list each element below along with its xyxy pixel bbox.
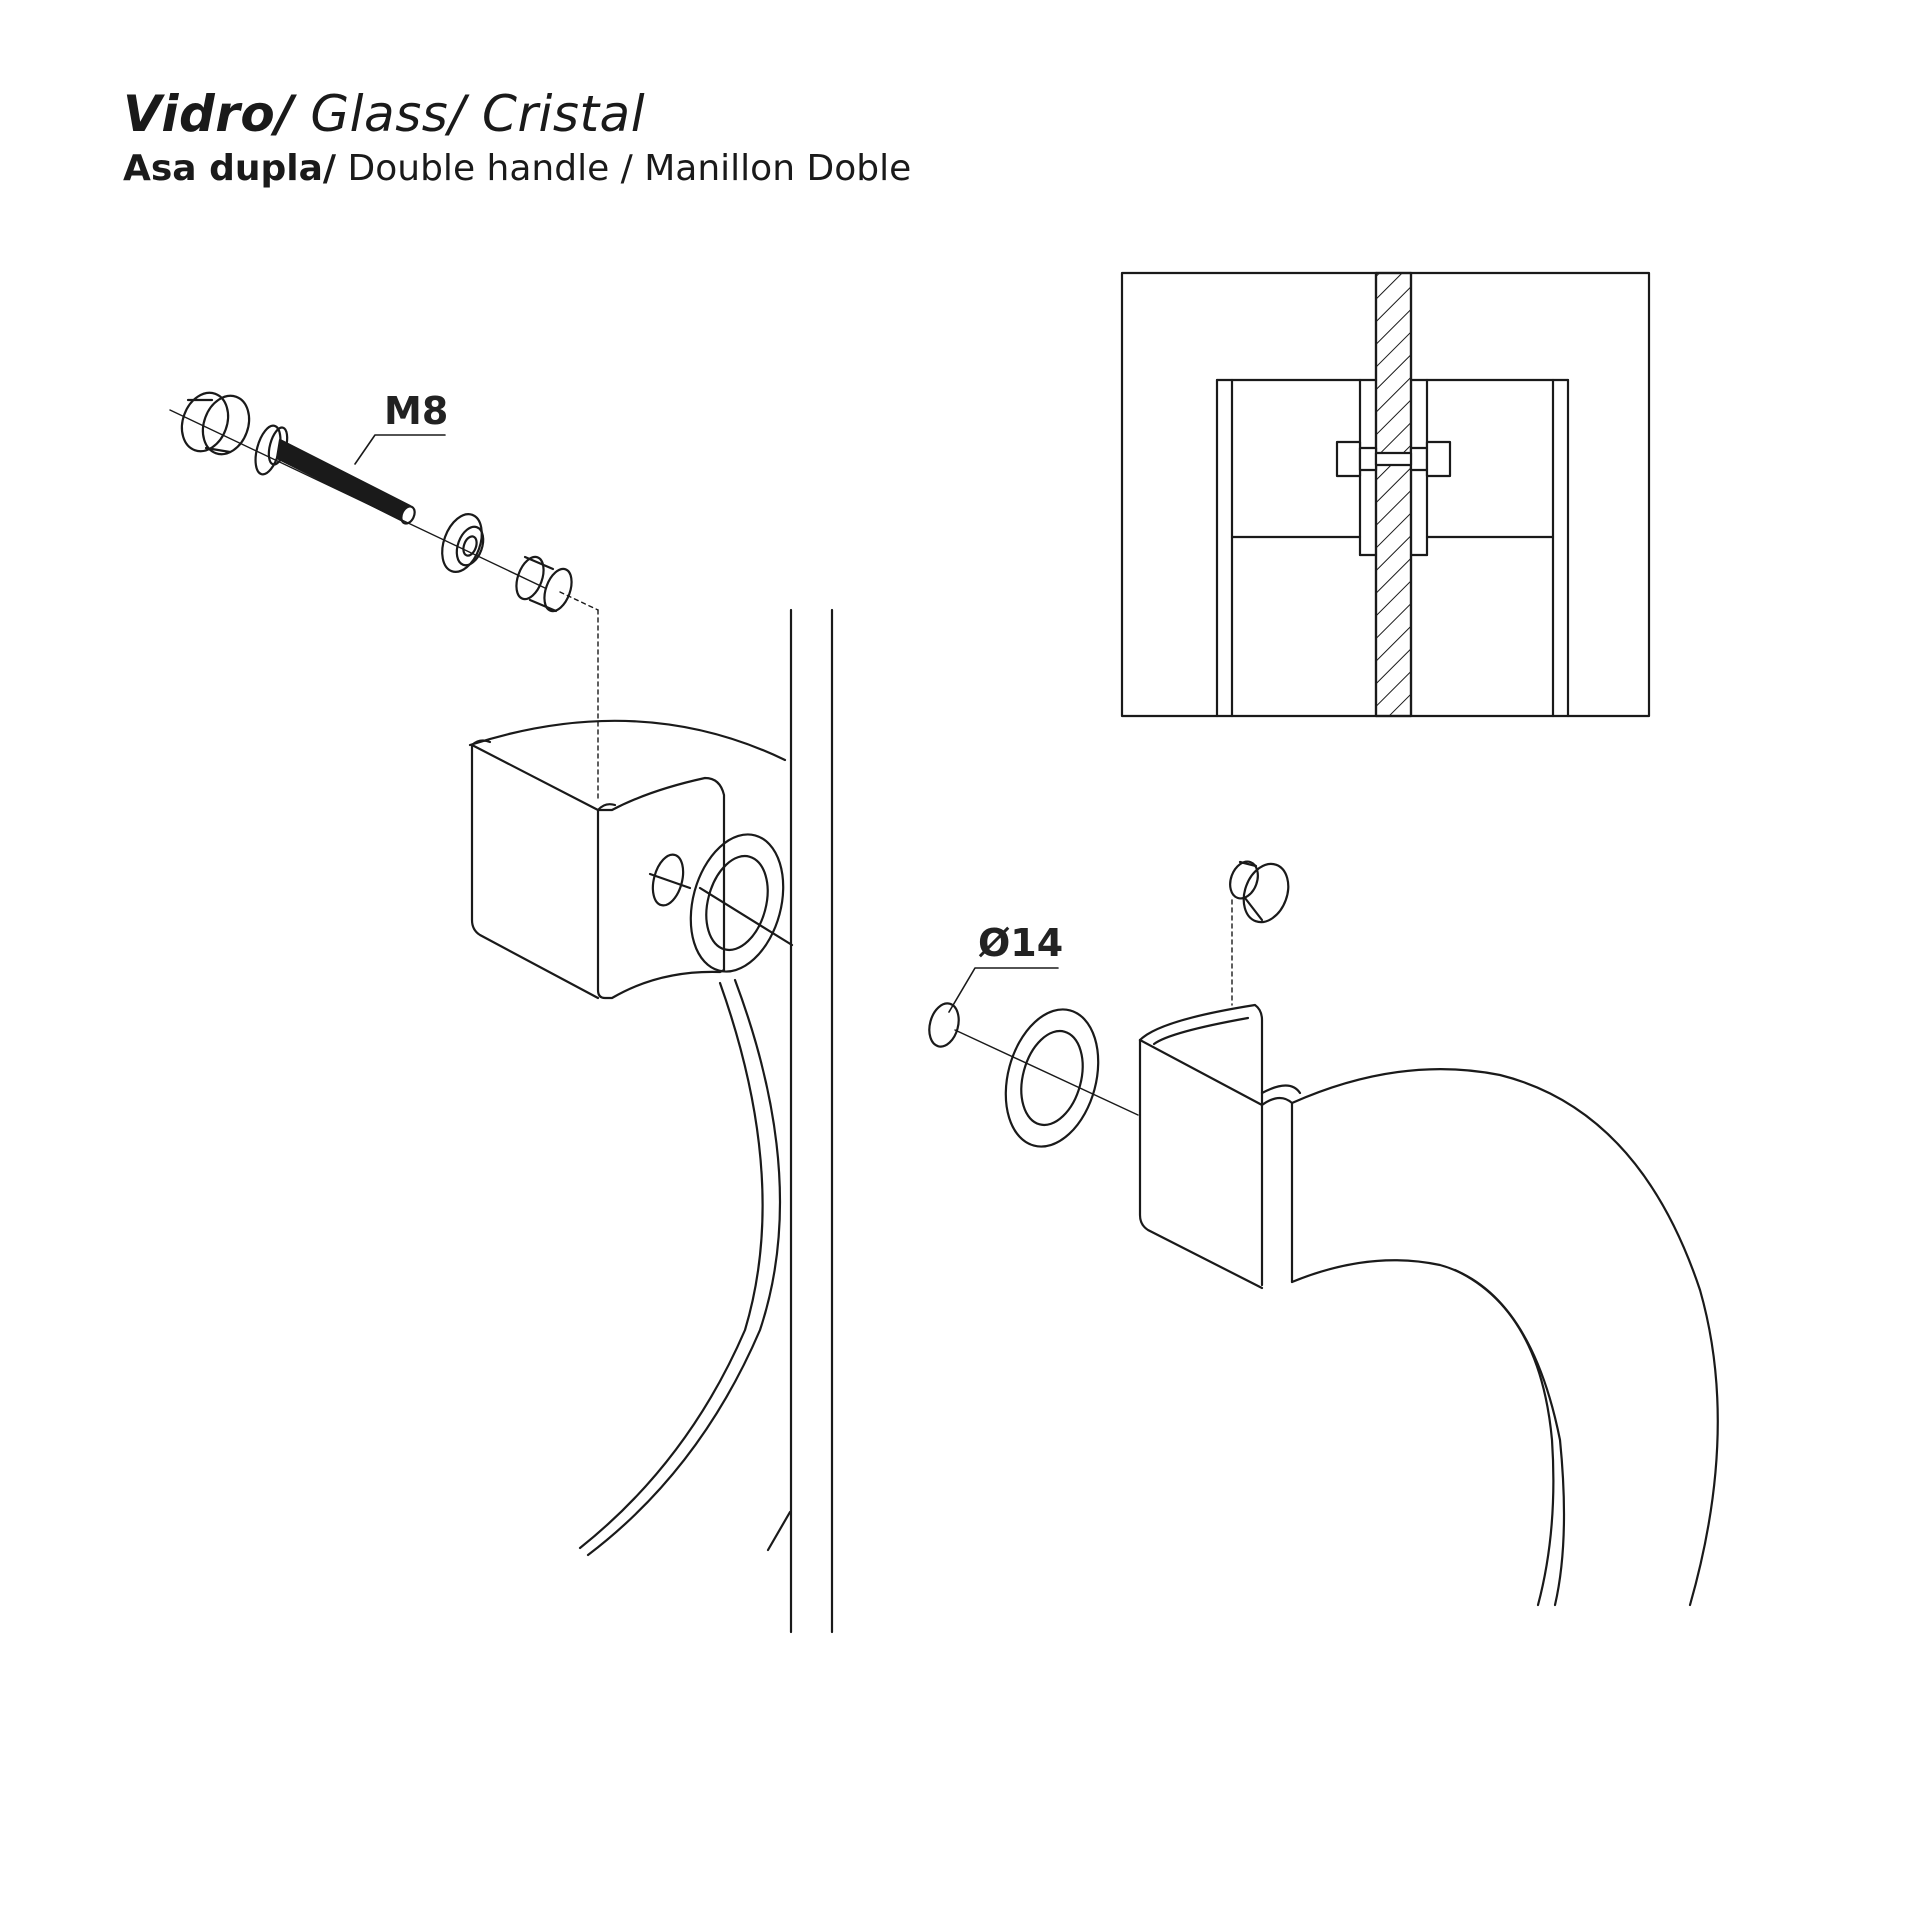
title-secondary: Glass/ Cristal — [294, 85, 646, 143]
section-detail — [1120, 271, 1651, 718]
page-title: Vidro/ Glass/ Cristal — [123, 82, 911, 146]
fastener-stack: M8 — [169, 389, 599, 613]
bushing — [515, 555, 573, 613]
nut — [441, 513, 485, 573]
end-cap — [180, 391, 251, 456]
subtitle-primary: Asa dupla/ — [123, 148, 337, 189]
right-washer — [1004, 1008, 1100, 1148]
threaded-shaft — [275, 438, 416, 525]
bolt-size-label: M8 — [384, 389, 448, 433]
title-block: Vidro/ Glass/ Cristal Asa dupla/ Double … — [123, 82, 911, 192]
title-primary: Vidro/ — [123, 85, 295, 143]
left-handle — [468, 609, 794, 1557]
glass-section — [1374, 271, 1413, 718]
page-subtitle: Asa dupla/ Double handle / Manillon Dobl… — [123, 146, 911, 192]
right-handle: Ø14 — [928, 860, 1719, 1607]
hole-diameter-label: Ø14 — [978, 921, 1063, 965]
subtitle-secondary: Double handle / Manillon Doble — [336, 148, 912, 189]
small-disc — [928, 1002, 960, 1048]
plug-cap — [1229, 860, 1290, 924]
glass-panel — [766, 608, 834, 1634]
